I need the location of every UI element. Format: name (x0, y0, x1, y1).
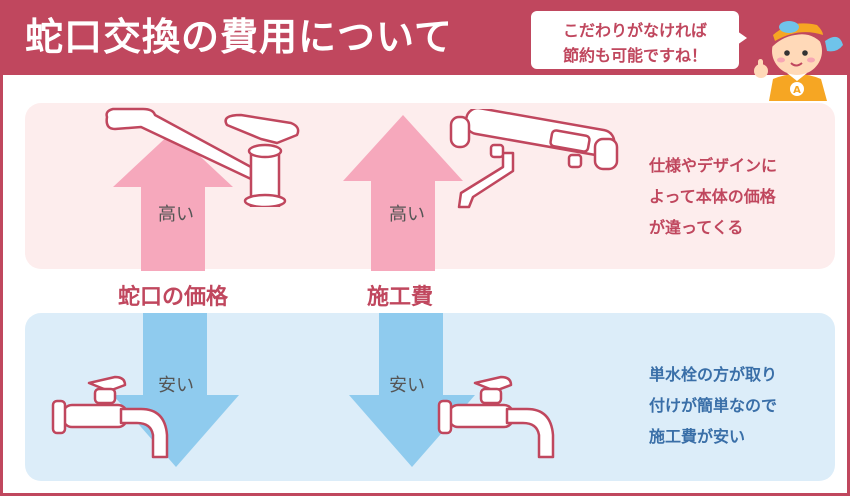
note-bottom-line-1: 単水栓の方が取り (649, 365, 778, 384)
note-top-line-2: よって本体の価格 (649, 187, 776, 206)
arrow-label-high-1: 高い (158, 204, 194, 225)
tap-faucet-illustration-1 (51, 375, 169, 459)
mascot-badge: A (793, 85, 801, 96)
arrow-label-high-2: 高い (389, 204, 425, 225)
speech-bubble-tail (737, 31, 747, 45)
tap-faucet-illustration-2 (437, 375, 555, 459)
single-lever-faucet-illustration (105, 107, 300, 207)
note-top-line-1: 仕様やデザインに (649, 156, 778, 175)
arrow-down-faucet-price (113, 313, 239, 467)
page-title: 蛇口交換の費用について (25, 15, 453, 59)
axis-label-install-fee: 施工費 (367, 285, 434, 310)
note-bottom-line-2: 付けが簡単なので (649, 396, 778, 415)
arrow-label-low-1: 安い (158, 375, 194, 396)
note-top: 仕様やデザインに よって本体の価格 が違ってくる (649, 150, 777, 243)
note-bottom: 単水栓の方が取り 付けが簡単なので 施工費が安い (649, 359, 777, 452)
bubble-line-2: 節約も可能ですね！ (562, 46, 707, 65)
wall-mixer-faucet-illustration (449, 109, 619, 209)
bubble-line-1: こだわりがなければ (562, 21, 707, 40)
header-bar: 蛇口交換の費用について こだわりがなければ 節約も可能ですね！ (3, 3, 847, 75)
speech-bubble: こだわりがなければ 節約も可能ですね！ (531, 11, 739, 69)
arrow-up-faucet-price (113, 131, 233, 271)
axis-label-faucet-price: 蛇口の価格 (118, 285, 229, 310)
arrow-up-install-fee (343, 115, 463, 271)
note-top-line-3: が違ってくる (649, 218, 744, 237)
arrow-label-low-2: 安い (389, 375, 425, 396)
note-bottom-line-3: 施工費が安い (649, 427, 746, 446)
mascot-illustration: A (754, 18, 843, 101)
